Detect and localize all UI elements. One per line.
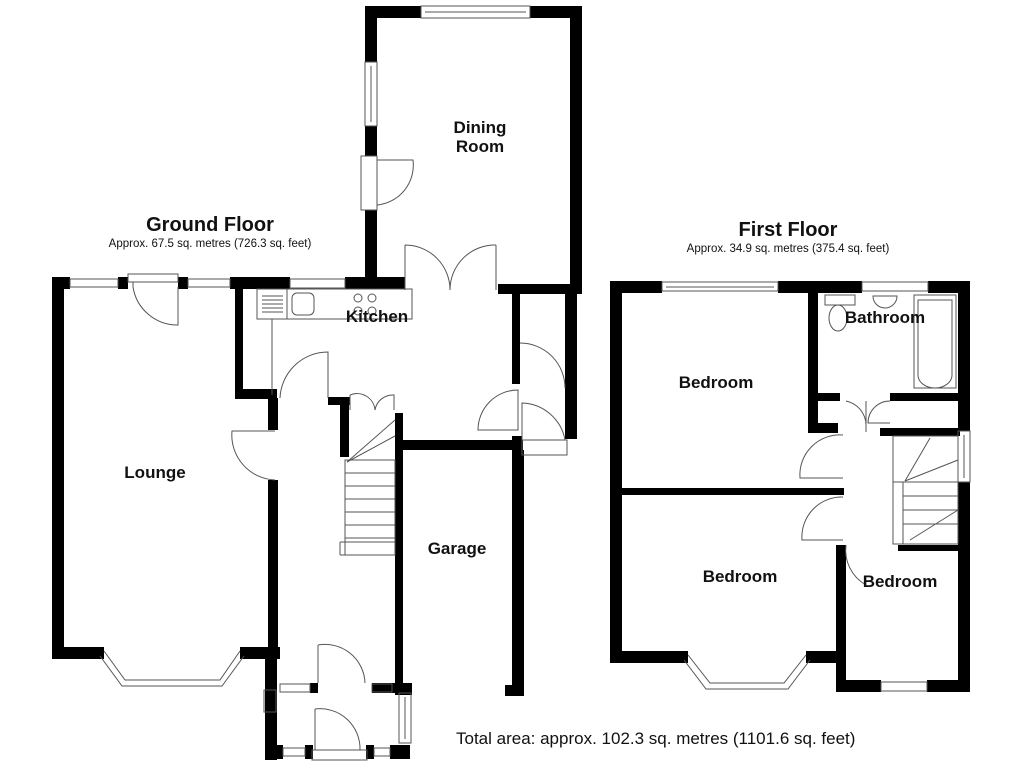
ground-floor-fixtures bbox=[69, 5, 568, 761]
room-label-bathroom: Bathroom bbox=[844, 308, 926, 327]
room-label-garage: Garage bbox=[427, 539, 487, 558]
room-label-dining-line2: Room bbox=[455, 137, 505, 156]
total-area: Total area: approx. 102.3 sq. metres (11… bbox=[456, 729, 856, 748]
first-floor-title: First Floor bbox=[738, 219, 838, 241]
ground-floor-title: Ground Floor bbox=[146, 214, 274, 236]
first-floor-fixtures bbox=[661, 281, 971, 692]
room-label-dining-room: Dining Room bbox=[430, 118, 530, 156]
first-floor-plan bbox=[610, 281, 970, 692]
room-label-lounge: Lounge bbox=[124, 463, 186, 482]
first-floor-area: Approx. 34.9 sq. metres (375.4 sq. feet) bbox=[686, 243, 890, 255]
room-label-bedroom-2: Bedroom bbox=[702, 567, 778, 586]
ground-floor-area: Approx. 67.5 sq. metres (726.3 sq. feet) bbox=[108, 238, 312, 250]
room-label-bedroom-1: Bedroom bbox=[678, 373, 754, 392]
room-label-bedroom-3: Bedroom bbox=[862, 572, 938, 591]
ground-floor-plan bbox=[52, 6, 582, 760]
room-label-dining-line1: Dining bbox=[453, 118, 507, 137]
room-label-kitchen: Kitchen bbox=[345, 307, 409, 326]
